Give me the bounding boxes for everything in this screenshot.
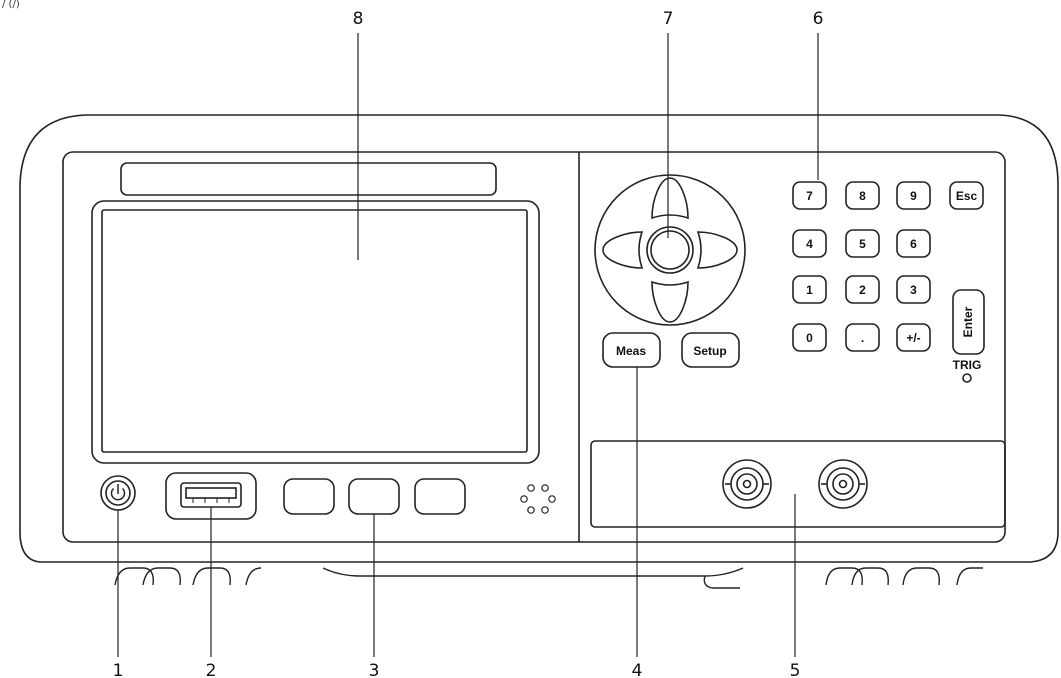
key-esc-button[interactable]: Esc xyxy=(949,181,984,210)
key-label: 7 xyxy=(806,189,813,203)
power-icon xyxy=(110,484,126,501)
display-screen xyxy=(101,209,528,453)
key-label: Esc xyxy=(956,189,978,203)
nav-right-button[interactable] xyxy=(696,231,738,269)
terminal-panel xyxy=(590,440,1006,528)
key-3-button[interactable]: 3 xyxy=(896,275,931,304)
callout-8: 8 xyxy=(353,9,364,29)
key-decimal-button[interactable]: . xyxy=(845,323,880,352)
key-1-button[interactable]: 1 xyxy=(792,275,827,304)
bnc-connector-right[interactable] xyxy=(818,459,868,509)
soft-key-1[interactable] xyxy=(283,478,335,515)
callout-1: 1 xyxy=(113,661,124,678)
callout-3: 3 xyxy=(369,661,380,678)
display-bezel xyxy=(91,200,540,464)
callout-leaders xyxy=(117,33,819,657)
callout-2: 2 xyxy=(206,661,217,678)
key-label: 0 xyxy=(806,331,813,345)
key-6-button[interactable]: 6 xyxy=(896,229,931,258)
trig-indicator xyxy=(962,373,972,383)
top-strip xyxy=(120,162,497,196)
meas-label: Meas xyxy=(616,344,646,358)
callout-6: 6 xyxy=(813,9,824,29)
key-label: +/- xyxy=(906,331,920,345)
power-button[interactable] xyxy=(100,475,136,511)
chassis-feet xyxy=(114,567,983,589)
key-label: 4 xyxy=(806,237,813,251)
navigation-pad xyxy=(594,174,746,326)
setup-button[interactable] xyxy=(681,332,740,368)
nav-up-button[interactable] xyxy=(651,177,689,220)
trig-label: TRIG xyxy=(953,358,982,372)
key-9-button[interactable]: 9 xyxy=(896,181,931,210)
key-label: 5 xyxy=(859,237,866,251)
callout-4: 4 xyxy=(632,661,643,678)
key-label: 3 xyxy=(910,283,917,297)
key-5-button[interactable]: 5 xyxy=(845,229,880,258)
soft-key-3[interactable] xyxy=(414,478,466,515)
key-label: 6 xyxy=(910,237,917,251)
key-sign-button[interactable]: +/- xyxy=(896,323,931,352)
front-panel xyxy=(62,151,1006,543)
key-2-button[interactable]: 2 xyxy=(845,275,880,304)
key-label: 8 xyxy=(859,189,866,203)
key-label: 2 xyxy=(859,283,866,297)
key-label: 1 xyxy=(806,283,813,297)
speaker-grille xyxy=(520,484,556,514)
setup-label: Setup xyxy=(693,344,726,358)
meas-button[interactable] xyxy=(602,332,661,368)
nav-down-button[interactable] xyxy=(651,280,689,323)
nav-left-button[interactable] xyxy=(602,231,644,269)
key-4-button[interactable]: 4 xyxy=(792,229,827,258)
chassis-outline xyxy=(19,114,1059,563)
soft-key-2[interactable] xyxy=(348,478,400,515)
callout-7: 7 xyxy=(663,9,674,29)
key-label: . xyxy=(861,331,864,345)
nav-center-button[interactable] xyxy=(650,230,690,270)
bnc-connector-left[interactable] xyxy=(722,459,772,509)
usb-icon xyxy=(192,498,230,503)
key-0-button[interactable]: 0 xyxy=(792,323,827,352)
enter-label: Enter xyxy=(961,306,975,337)
corner-text: / (/) xyxy=(2,0,20,10)
key-7-button[interactable]: 7 xyxy=(792,181,827,210)
key-8-button[interactable]: 8 xyxy=(845,181,880,210)
key-label: 9 xyxy=(910,189,917,203)
enter-button[interactable] xyxy=(952,289,985,355)
callout-5: 5 xyxy=(790,661,801,678)
